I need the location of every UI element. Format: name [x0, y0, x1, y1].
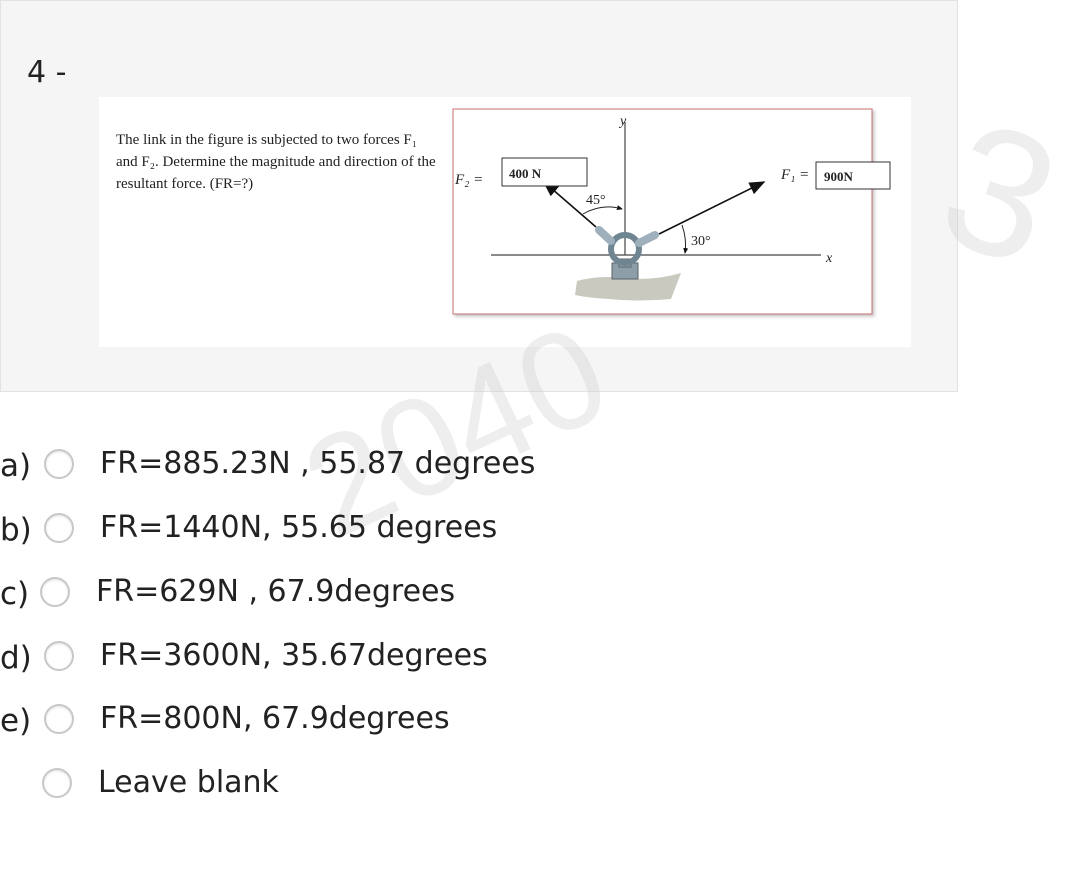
f2-link-rod [595, 226, 615, 245]
question-card: 4 - The link in the figure is subjected … [0, 0, 958, 392]
option-letter: d) [0, 640, 32, 676]
question-number: 4 - [27, 55, 67, 90]
f1-label: F₁ = [780, 167, 809, 183]
option-letter: a) [0, 448, 32, 484]
option-text[interactable]: FR=3600N, 35.67degrees [100, 638, 488, 673]
option-letter: c) [0, 576, 30, 612]
option-text[interactable]: Leave blank [98, 765, 279, 800]
problem-statement: The link in the figure is subjected to t… [116, 132, 436, 192]
eyebolt-ring [608, 232, 642, 266]
angle-30-label: 30° [691, 234, 711, 249]
force-diagram: y x 45° 30° F₂ = 400 N F₁ = [452, 108, 891, 315]
figure-panel: The link in the figure is subjected to t… [99, 97, 911, 347]
option-text[interactable]: FR=1440N, 55.65 degrees [100, 510, 498, 545]
f2-value: 400 N [509, 166, 542, 181]
f2-force-arrow [542, 180, 597, 228]
radio-button[interactable] [42, 768, 72, 798]
f1-force-arrow [658, 181, 766, 235]
option-letter: b) [0, 512, 32, 548]
y-axis-label: y [618, 114, 627, 129]
angle-arc-30 [681, 224, 689, 254]
f1-value-box [815, 161, 891, 190]
f2-label: F₂ = [454, 172, 483, 188]
radio-button[interactable] [44, 513, 74, 543]
option-text[interactable]: FR=885.23N , 55.87 degrees [100, 446, 536, 481]
option-text[interactable]: FR=629N , 67.9degrees [96, 574, 456, 609]
x-axis-label: x [825, 251, 833, 266]
f2-value-box [501, 157, 588, 187]
radio-button[interactable] [40, 577, 70, 607]
angle-arc-45 [582, 205, 623, 215]
angle-45-label: 45° [586, 193, 606, 208]
option-letter: e) [0, 703, 32, 739]
ground-surface [575, 273, 681, 301]
radio-button[interactable] [44, 704, 74, 734]
radio-button[interactable] [44, 449, 74, 479]
option-text[interactable]: FR=800N, 67.9degrees [100, 701, 450, 736]
f1-link-rod [635, 231, 659, 247]
radio-button[interactable] [44, 641, 74, 671]
f1-value: 900N [824, 169, 854, 184]
